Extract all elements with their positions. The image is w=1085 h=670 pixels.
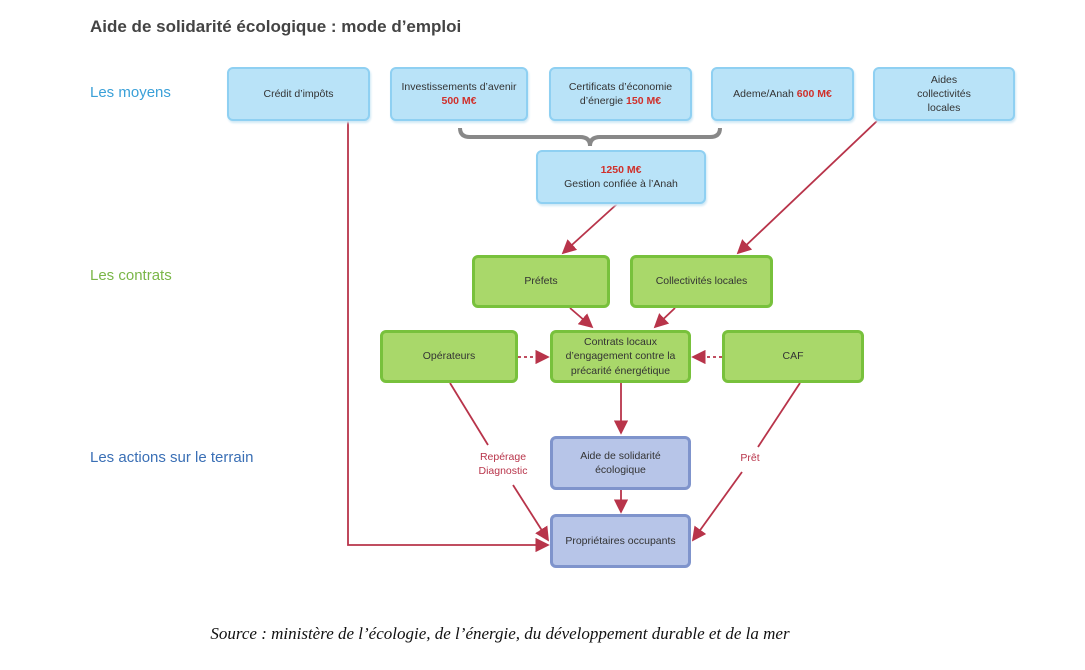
label-reperage: Repérage	[479, 451, 527, 463]
box-text: Contrats locaux d’engagement contre la p…	[565, 336, 676, 377]
label-pret: Prêt	[740, 452, 760, 464]
arrow-operateurs-2	[512, 484, 549, 542]
box-label: Certificats d’économie d’énergie	[568, 80, 673, 107]
row-label-contrats: Les contrats	[90, 267, 172, 284]
label-diagnostic: Diagnostic	[478, 465, 528, 478]
box-prefets: Préfets	[472, 255, 610, 308]
amount: 1250 M€	[600, 163, 642, 176]
box-proprietaires: Propriétaires occupants	[550, 514, 691, 568]
box-label: Ademe/Anah	[733, 87, 794, 100]
box-aide-solidarite: Aide de solidarité écologique	[550, 436, 691, 490]
arrow-collectivites	[653, 307, 676, 329]
arrow-caf-1	[757, 382, 801, 448]
box-label: Gestion confiée à l’Anah	[564, 178, 678, 190]
box-text: Ademe/Anah 600 M€	[733, 87, 832, 101]
box-text: Aides collectivités locales	[917, 73, 971, 115]
arrow-caf-2	[691, 471, 743, 542]
box-certificats: Certificats d’économie d’énergie 150 M€	[549, 67, 692, 121]
box-text: Aide de solidarité écologique	[580, 449, 661, 476]
box-text: Certificats d’économie d’énergie 150 M€	[551, 80, 690, 108]
box-contrats-locaux: Contrats locaux d’engagement contre la p…	[550, 330, 691, 383]
amount: 600 M€	[796, 87, 832, 100]
box-text: Préfets	[524, 275, 558, 288]
box-text: Crédit d’impôts	[263, 87, 334, 100]
amount: 150 M€	[626, 95, 662, 107]
arrow-aides	[736, 120, 878, 255]
box-label: Investissements d’avenir	[401, 80, 517, 93]
arrow-credit	[347, 121, 550, 553]
amount: 500 M€	[441, 95, 477, 107]
box-ademe: Ademe/Anah 600 M€	[711, 67, 854, 121]
arrow-prefets	[569, 307, 594, 329]
row-label-actions: Les actions sur le terrain	[90, 449, 254, 466]
source-caption: Source : ministère de l’écologie, de l’é…	[210, 624, 790, 643]
box-collectivites-locales: Collectivités locales	[630, 255, 773, 308]
box-text: Opérateurs	[422, 350, 476, 363]
diagram-title: Aide de solidarité écologique : mode d’e…	[90, 17, 462, 36]
row-label-moyens: Les moyens	[90, 84, 171, 101]
arrow-total	[561, 203, 618, 255]
box-total-anah: 1250 M€ Gestion confiée à l’Anah	[536, 150, 706, 204]
box-caf: CAF	[722, 330, 864, 383]
box-investissements: Investissements d’avenir 500 M€	[390, 67, 528, 121]
box-text: Propriétaires occupants	[565, 534, 676, 547]
arrow-operateurs-1	[449, 382, 489, 446]
box-text: CAF	[782, 350, 804, 363]
box-text: Collectivités locales	[655, 275, 748, 288]
box-aides-collectivites: Aides collectivités locales	[873, 67, 1015, 121]
box-credit-impots: Crédit d’impôts	[227, 67, 370, 121]
box-text: Investissements d’avenir 500 M€	[392, 80, 526, 108]
box-operateurs: Opérateurs	[380, 330, 518, 383]
brace	[458, 127, 722, 147]
